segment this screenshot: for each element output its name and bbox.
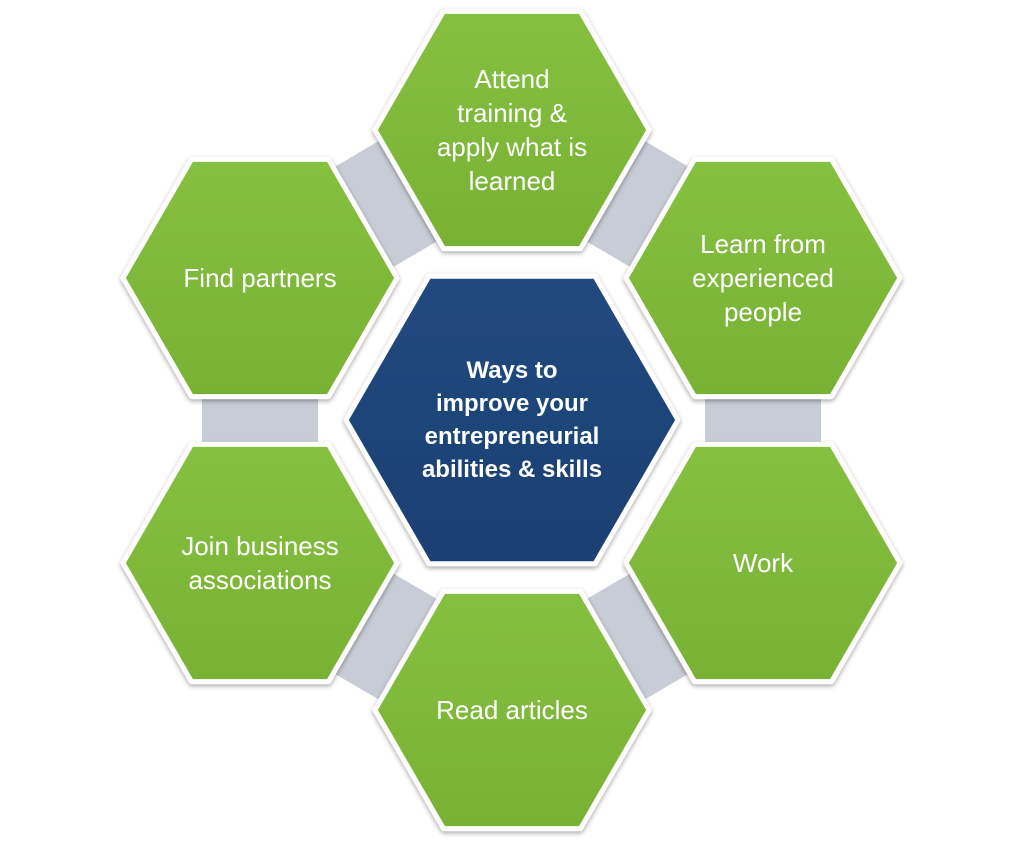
hexagon-attend-training: Attend training & apply what is learned — [372, 8, 652, 252]
center-title: Ways to — [466, 357, 557, 384]
hexagon-label: training & — [457, 98, 567, 128]
center-hexagon-shape — [343, 273, 681, 567]
hexagon-join-associations-shape — [120, 441, 400, 685]
hexagon-label: learned — [469, 166, 556, 196]
hexagon-label: associations — [188, 565, 331, 595]
hexagon-attend-training-shape — [372, 8, 652, 252]
hexagon-label: apply what is — [437, 132, 587, 162]
hexagon-read-articles-shape — [372, 588, 652, 832]
center-title: entrepreneurial — [425, 423, 600, 450]
hexagon-find-partners: Find partners — [120, 156, 400, 400]
hexagon-find-partners-shape — [120, 156, 400, 400]
center-hexagon: Ways to improve your entrepreneurial abilit… — [343, 273, 681, 567]
hexagon-work-shape — [623, 441, 903, 685]
hexagon-label: Work — [733, 548, 794, 578]
center-title: improve your — [436, 390, 588, 417]
hexagon-label: Learn from — [700, 229, 826, 259]
hexagon-label: experienced — [692, 263, 834, 293]
hexagon-label: Read articles — [436, 695, 588, 725]
hexagon-learn-from-experienced: Learn from experienced people — [623, 156, 903, 400]
hexagon-label: Attend — [474, 64, 549, 94]
hexagon-label: Find partners — [183, 263, 336, 293]
hexagon-read-articles: Read articles — [372, 588, 652, 832]
hexagon-label: Join business — [181, 531, 339, 561]
hexagon-label: people — [724, 297, 802, 327]
hexagon-join-associations: Join business associations — [120, 441, 400, 685]
hexagon-learn-from-experienced-shape — [623, 156, 903, 400]
hexagon-work: Work — [623, 441, 903, 685]
center-title: abilities & skills — [422, 456, 602, 483]
